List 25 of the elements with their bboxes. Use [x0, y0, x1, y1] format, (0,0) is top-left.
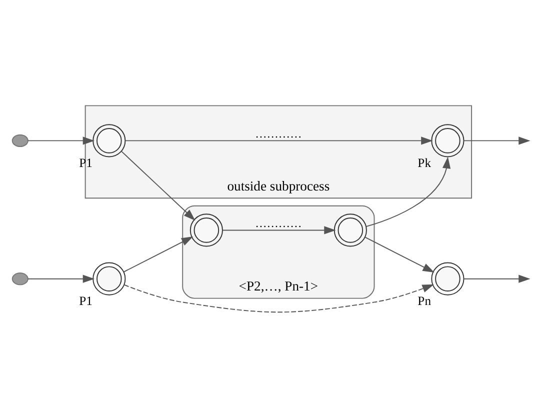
node-label: P1 — [79, 156, 92, 170]
arrow — [124, 136, 433, 145]
edge-label: ………… — [255, 216, 302, 230]
node-circle — [12, 272, 28, 286]
arrow — [123, 236, 194, 272]
arrow — [222, 226, 336, 234]
arrow — [463, 274, 530, 283]
node-circle — [431, 124, 464, 158]
edge-label: ………… — [255, 127, 302, 140]
node-circle — [190, 214, 223, 247]
arrow — [366, 156, 451, 227]
node-circle — [12, 134, 28, 148]
arrow — [364, 236, 434, 273]
node-circle — [92, 262, 126, 296]
arrow — [463, 136, 530, 145]
node-circle — [334, 214, 367, 247]
node-circle — [431, 262, 464, 296]
arrow — [27, 274, 95, 283]
arrow — [27, 136, 95, 145]
node-label: Pk — [418, 156, 432, 170]
arrow — [120, 150, 196, 221]
arrow — [124, 284, 434, 313]
node-label: Pn — [418, 294, 432, 308]
node-circle — [92, 124, 126, 158]
node-label: P1 — [79, 294, 92, 308]
